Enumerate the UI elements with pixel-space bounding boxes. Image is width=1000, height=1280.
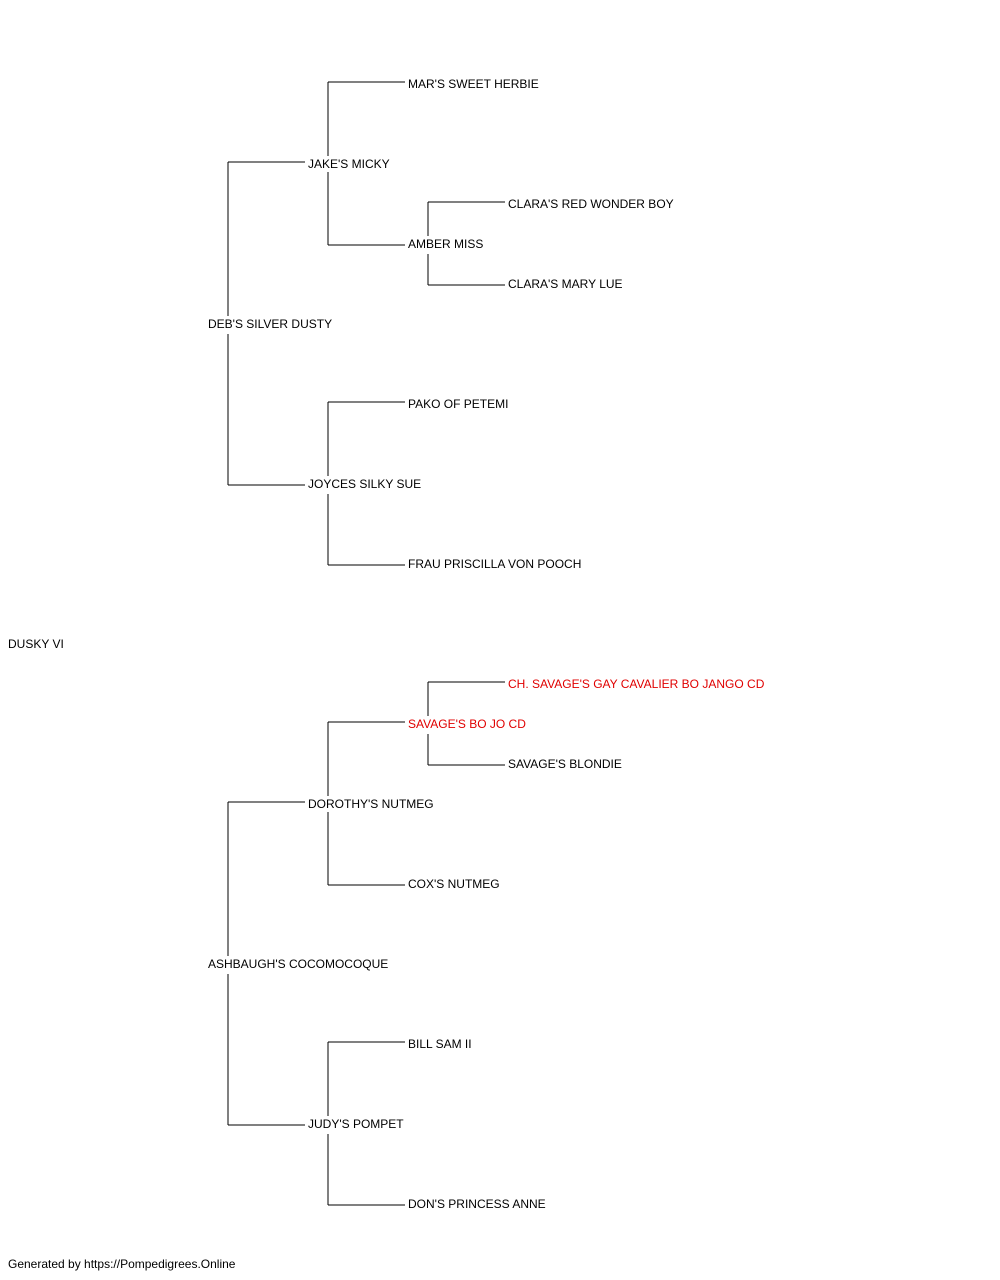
- subject-dog-name[interactable]: DUSKY VI: [8, 637, 66, 651]
- sire-sire-dam-sire-name[interactable]: CLARA'S RED WONDER BOY: [508, 197, 676, 211]
- generated-by-footer: Generated by https://Pompedigrees.Online: [8, 1257, 236, 1271]
- sire-sire-dam-name[interactable]: AMBER MISS: [408, 237, 486, 251]
- dam-sire-sire-dam-name[interactable]: SAVAGE'S BLONDIE: [508, 757, 624, 771]
- sire-dam-sire-name[interactable]: PAKO OF PETEMI: [408, 397, 511, 411]
- dam-sire-name[interactable]: DOROTHY'S NUTMEG: [308, 797, 436, 811]
- dam-sire-sire-name[interactable]: SAVAGE'S BO JO CD: [408, 717, 528, 731]
- dam-dam-dam-name[interactable]: DON'S PRINCESS ANNE: [408, 1197, 548, 1211]
- sire-name[interactable]: DEB'S SILVER DUSTY: [208, 317, 335, 331]
- sire-sire-dam-dam-name[interactable]: CLARA'S MARY LUE: [508, 277, 625, 291]
- sire-sire-sire-name[interactable]: MAR'S SWEET HERBIE: [408, 77, 541, 91]
- dam-sire-sire-sire-name[interactable]: CH. SAVAGE'S GAY CAVALIER BO JANGO CD: [508, 677, 767, 691]
- sire-dam-dam-name[interactable]: FRAU PRISCILLA VON POOCH: [408, 557, 584, 571]
- sire-sire-name[interactable]: JAKE'S MICKY: [308, 157, 392, 171]
- sire-dam-name[interactable]: JOYCES SILKY SUE: [308, 477, 424, 491]
- dam-dam-sire-name[interactable]: BILL SAM II: [408, 1037, 474, 1051]
- dam-name[interactable]: ASHBAUGH'S COCOMOCOQUE: [208, 957, 391, 971]
- dam-sire-dam-name[interactable]: COX'S NUTMEG: [408, 877, 502, 891]
- dam-dam-name[interactable]: JUDY'S POMPET: [308, 1117, 406, 1131]
